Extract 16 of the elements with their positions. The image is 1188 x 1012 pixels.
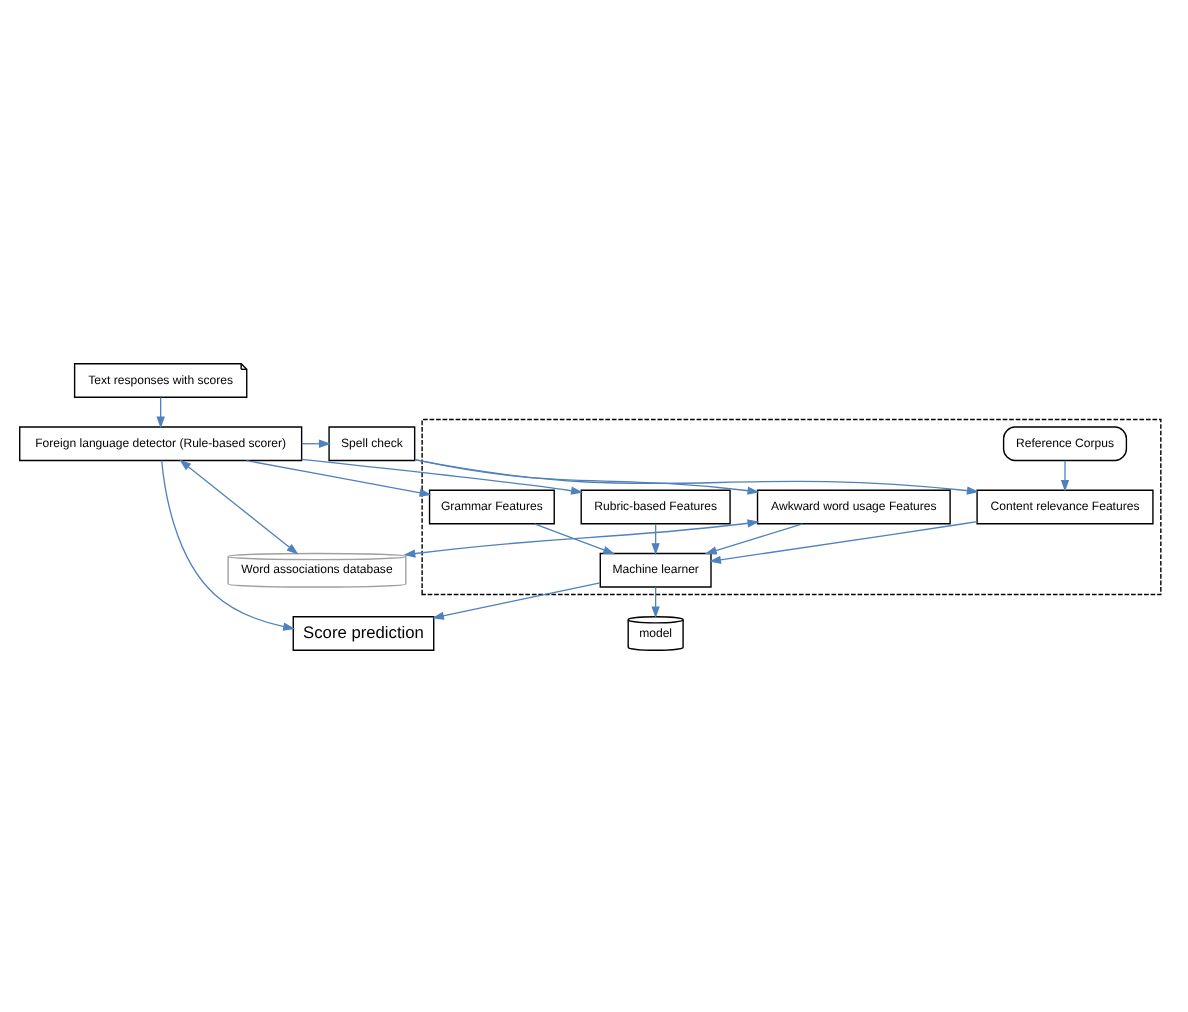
arrow (301, 457, 583, 494)
arrow (156, 395, 165, 428)
arrow (533, 522, 616, 554)
arrow (161, 459, 296, 630)
arrow (414, 458, 760, 494)
arrow (651, 585, 660, 618)
arrow (432, 581, 601, 619)
arrow (403, 518, 760, 557)
arrow (245, 458, 432, 496)
node-box: Score prediction (292, 615, 435, 650)
arrow (1060, 459, 1070, 491)
arrow (179, 458, 299, 554)
arrow (414, 458, 979, 494)
arrow (709, 520, 978, 563)
arrow (651, 522, 660, 555)
arrow (704, 522, 804, 554)
